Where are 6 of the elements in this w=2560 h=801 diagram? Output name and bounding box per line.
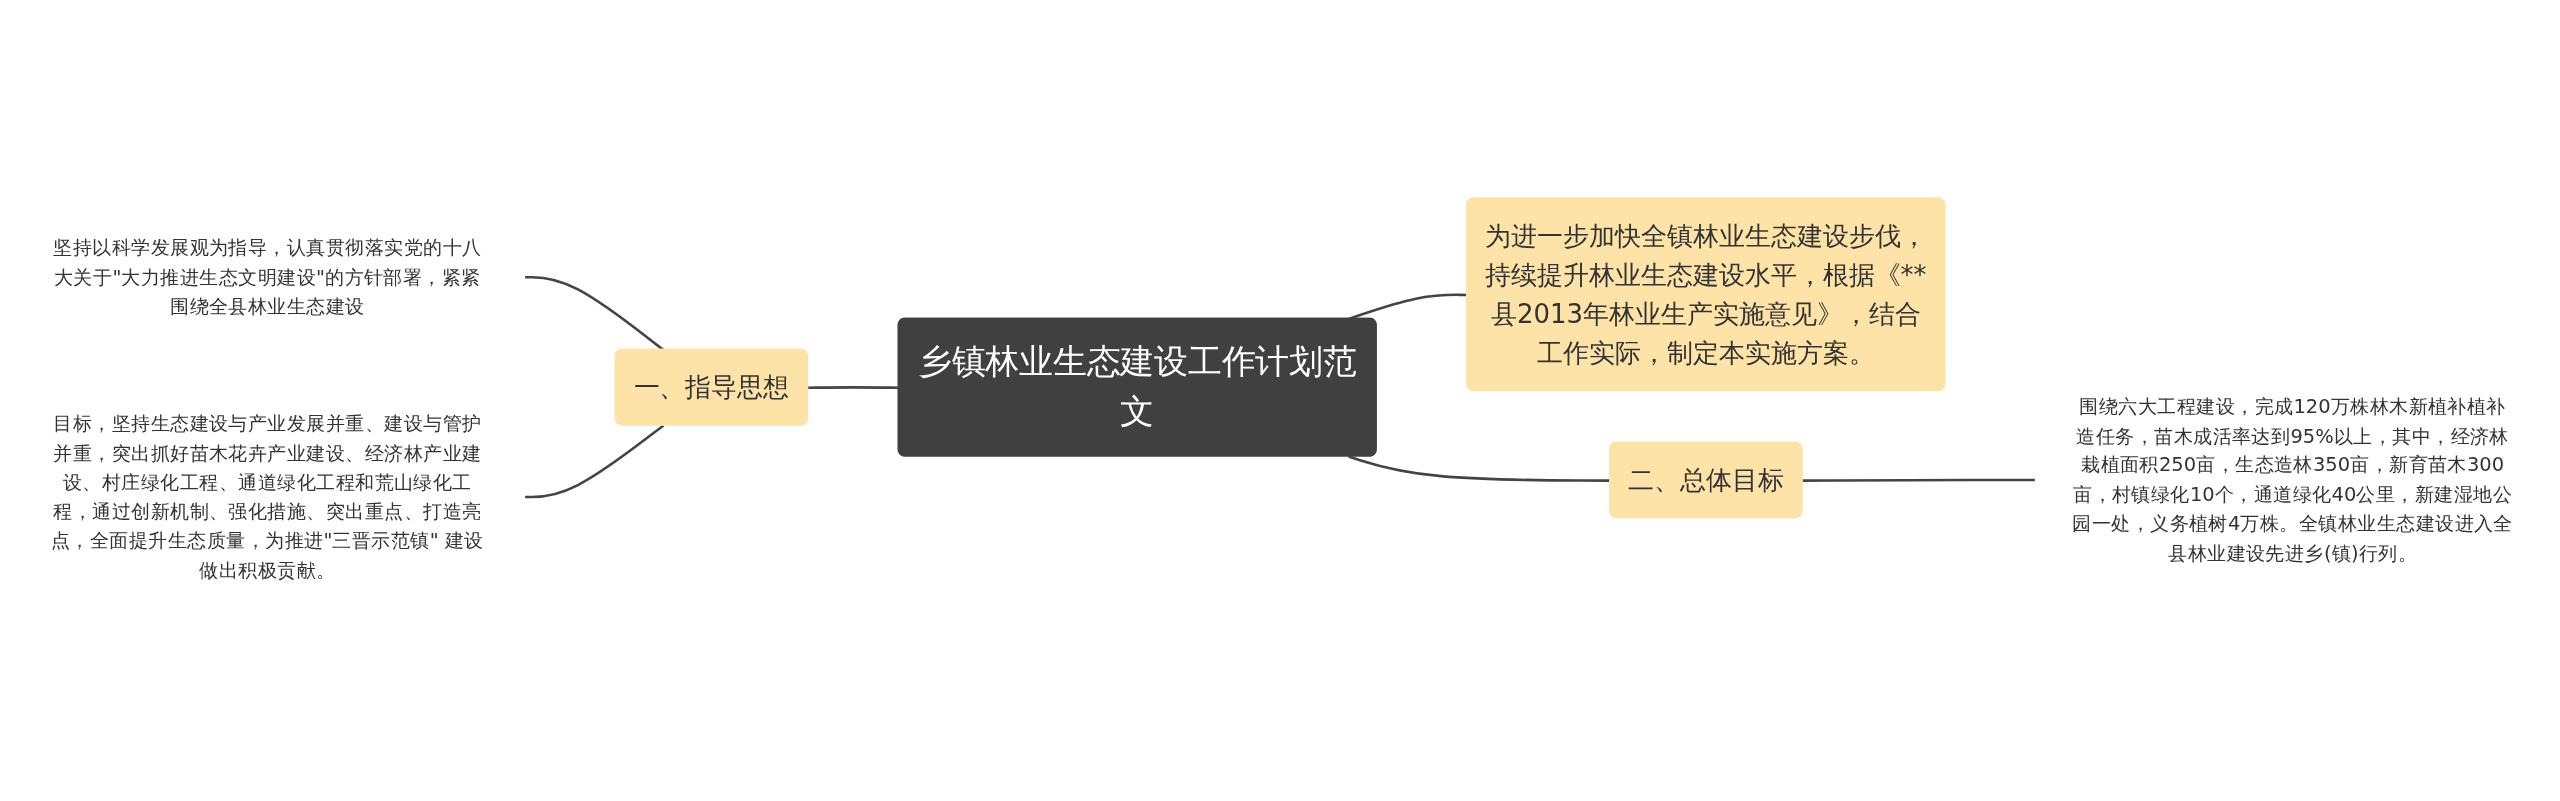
node-text: 坚持以科学发展观为指导，认真贯彻落实党的十八大关于"大力推进生态文明建设"的方针部署，紧紧围绕全县林业生态建设: [53, 236, 482, 318]
node-text: 围绕六大工程建设，完成120万株林木新植补植补造任务，苗木成活率达到95%以上，其中，经济林栽植面积250亩，生态造林350亩，新育苗木300亩，村镇绿化10个，通道绿化40公里，新建湿地公园一处，义务植树4万株。全镇林业生态建设进入全县林业建设先进乡(镇)行列。: [2072, 394, 2513, 565]
connector: [524, 424, 665, 499]
connector: [808, 386, 899, 390]
connector: [1802, 478, 2036, 482]
node-text: 目标，坚持生态建设与产业发展并重、建设与管护并重，突出抓好苗木花卉产业建设、经济林产业建设、村庄绿化工程、通道绿化工程和荒山绿化工程，通过创新机制、强化措施、突出重点、打造亮点，全面提升生态质量，为推进"三晋示范镇" 建设做出积极贡献。: [50, 411, 484, 582]
